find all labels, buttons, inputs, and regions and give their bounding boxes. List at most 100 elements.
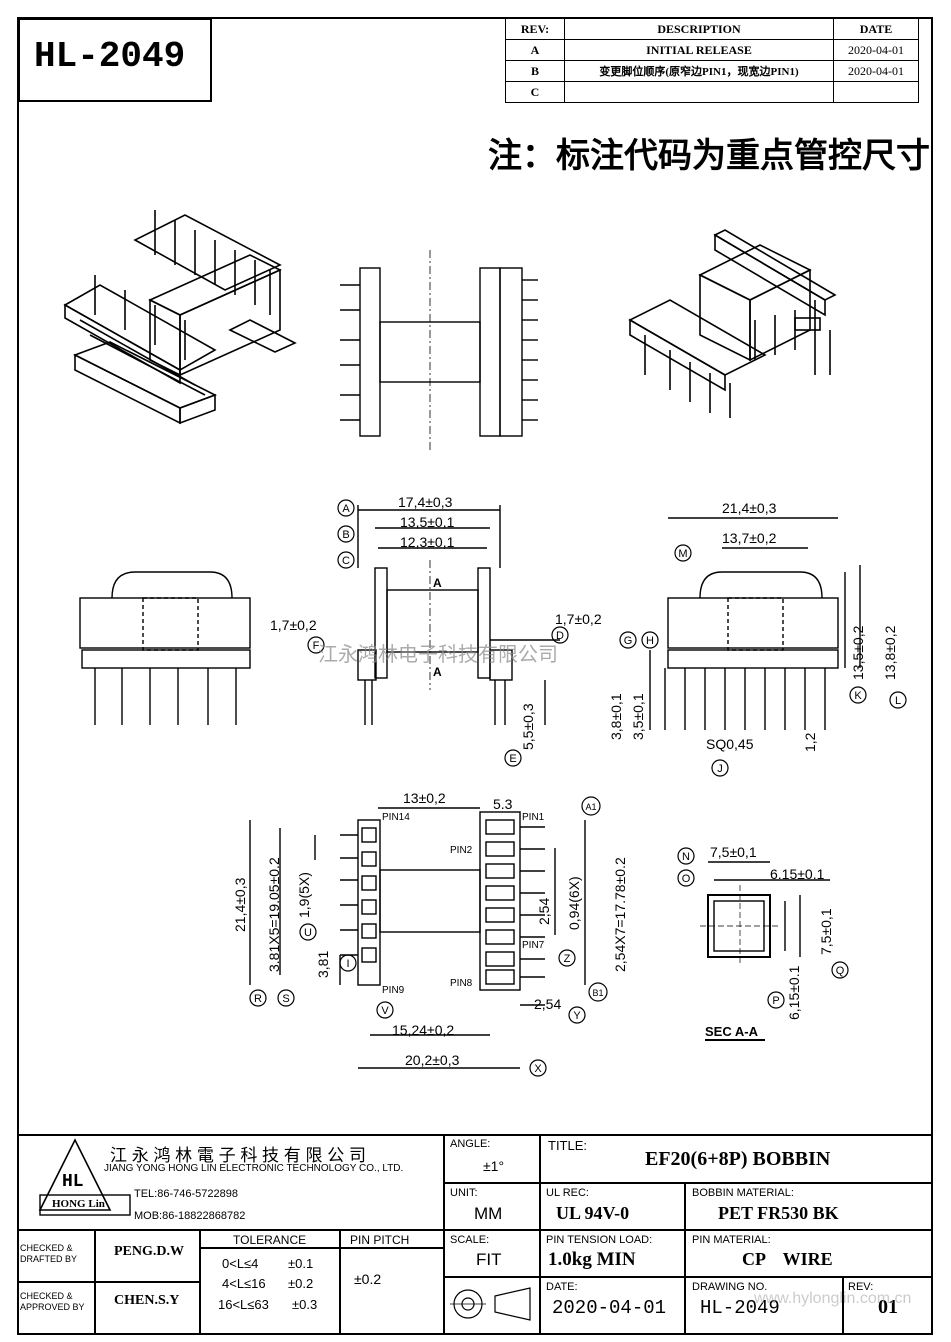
logo-text: HL [62, 1172, 84, 1192]
dim-v: 15,24±0,2 [392, 1022, 455, 1038]
marker-q: Q [831, 961, 849, 979]
dim-x: 20,2±0,3 [405, 1052, 460, 1068]
watermark: 江永鸿林电子科技有限公司 [318, 644, 558, 666]
left-profile-view [79, 571, 251, 725]
dim-b1: 2,54X7=17.78±0.2 [612, 857, 628, 972]
tolerance-label: TOLERANCE [233, 1233, 307, 1247]
dim-top-small: 5.3 [493, 796, 513, 812]
bobbin-material-label: BOBBIN MATERIAL: [692, 1187, 794, 1199]
date-label: DATE: [546, 1281, 578, 1293]
dim-top-span: 13±0,2 [403, 790, 446, 806]
marker-v: V [376, 1001, 394, 1019]
approved-by: CHEN.S.Y [114, 1293, 180, 1308]
dim-h: 3,5±0,1 [630, 693, 646, 740]
top-side-view [340, 250, 538, 450]
title-block-lines [17, 1134, 933, 1335]
marker-p: P [767, 991, 785, 1009]
marker-b1: B1 [588, 982, 608, 1002]
dim-k: 13,5±0,2 [850, 625, 866, 680]
section-mark-bottom: A [433, 665, 442, 679]
dim-p: 6,15±0.1 [786, 965, 802, 1020]
rev-b-date: 2020-04-01 [833, 60, 919, 82]
svg-text:A1: A1 [585, 802, 596, 812]
pin1-label: PIN1 [522, 812, 545, 823]
website: www.hylonglin.com.cn [754, 1290, 912, 1307]
rev-value: 01 [878, 1296, 898, 1318]
tolerance-range-0: 0<L≤4 [222, 1256, 259, 1271]
svg-text:S: S [282, 993, 289, 1005]
svg-text:E: E [509, 753, 516, 765]
logo-triangle [38, 1138, 112, 1211]
iso-view-left [63, 210, 297, 425]
dim-l: 13,8±0,2 [882, 625, 898, 680]
revision-table: REV: DESCRIPTION DATE A INITIAL RELEASE … [505, 18, 919, 103]
company-en: JIANG YONG HONG LIN ELECTRONIC TECHNOLOG… [104, 1163, 404, 1174]
rev-a-date: 2020-04-01 [833, 39, 919, 61]
marker-g: G [619, 631, 637, 649]
section-a-a [700, 861, 830, 1041]
svg-text:M: M [678, 548, 687, 560]
tolerance-value-2: ±0.3 [292, 1297, 318, 1312]
marker-m: M [674, 544, 692, 562]
drawing-no-label: DRAWING NO. [692, 1281, 768, 1293]
marker-k: K [849, 686, 867, 704]
ul-value: UL 94V-0 [556, 1203, 630, 1223]
svg-text:Q: Q [836, 965, 845, 977]
dim-m: 13,7±0,2 [722, 530, 777, 546]
pin-pitch-label: PIN PITCH [350, 1233, 410, 1247]
rev-c-date [833, 81, 919, 103]
dim-a: 17,4±0,3 [398, 494, 453, 510]
svg-text:P: P [772, 995, 779, 1007]
checked-drafted-label: CHECKED & DRAFTED BY [20, 1243, 78, 1264]
svg-text:C: C [342, 555, 350, 567]
dim-e: 5,5±0,3 [520, 703, 536, 750]
dim-b: 13,5±0,1 [400, 514, 455, 530]
marker-o: O [677, 869, 695, 887]
svg-text:L: L [895, 695, 901, 707]
pin14-label: PIN14 [382, 812, 410, 823]
marker-e: E [504, 749, 522, 767]
svg-text:U: U [304, 927, 312, 939]
svg-text:X: X [534, 1063, 542, 1075]
checked-approved-label: CHECKED & APPROVED BY [20, 1291, 85, 1312]
drafted-by: PENG.D.W [114, 1244, 184, 1259]
marker-f: F [307, 636, 325, 654]
title-value: EF20(6+8P) BOBBIN [645, 1148, 831, 1170]
dim-q: 7,5±0,1 [818, 908, 834, 955]
dim-n: 7,5±0,1 [710, 844, 757, 860]
marker-r: R [249, 989, 267, 1007]
dim-pin-step: 1,2 [802, 732, 818, 752]
svg-text:O: O [682, 873, 691, 885]
svg-text:Y: Y [573, 1010, 581, 1022]
dim-r: 21,4±0,3 [232, 877, 248, 932]
dim-z: 2,54 [536, 897, 552, 925]
mob: MOB:86-18822868782 [134, 1210, 246, 1222]
rev-c: C [505, 81, 565, 103]
section-mark-top: A [433, 576, 442, 590]
angle-label: ANGLE: [450, 1138, 491, 1150]
marker-h: H [641, 631, 659, 649]
svg-text:N: N [682, 851, 690, 863]
marker-c: C [337, 551, 355, 569]
marker-s: S [277, 989, 295, 1007]
scale-label: SCALE: [450, 1234, 490, 1246]
svg-text:Z: Z [564, 953, 571, 965]
dim-d: 1,7±0,2 [555, 611, 602, 627]
dim-c: 12,3±0,1 [400, 534, 455, 550]
logo-sub: HONG Lin [52, 1198, 105, 1210]
svg-text:V: V [381, 1005, 389, 1017]
scale-value: FIT [476, 1250, 502, 1269]
dim-u: 1,9(5X) [296, 872, 312, 918]
svg-text:J: J [717, 763, 723, 775]
svg-text:H: H [646, 635, 654, 647]
center-section-view [357, 505, 560, 725]
dim-i: 3,81 [315, 950, 331, 978]
dim-a1: 0,94(6X) [566, 876, 582, 930]
tension-label: PIN TENSION LOAD: [546, 1234, 653, 1246]
company-cn: 江 永 鸿 林 電 子 科 技 有 限 公 司 [110, 1146, 366, 1165]
pin9-label: PIN9 [382, 985, 405, 996]
right-end-view [649, 517, 861, 730]
section-label: SEC A-A [705, 1024, 758, 1039]
marker-z: Z [558, 949, 576, 967]
